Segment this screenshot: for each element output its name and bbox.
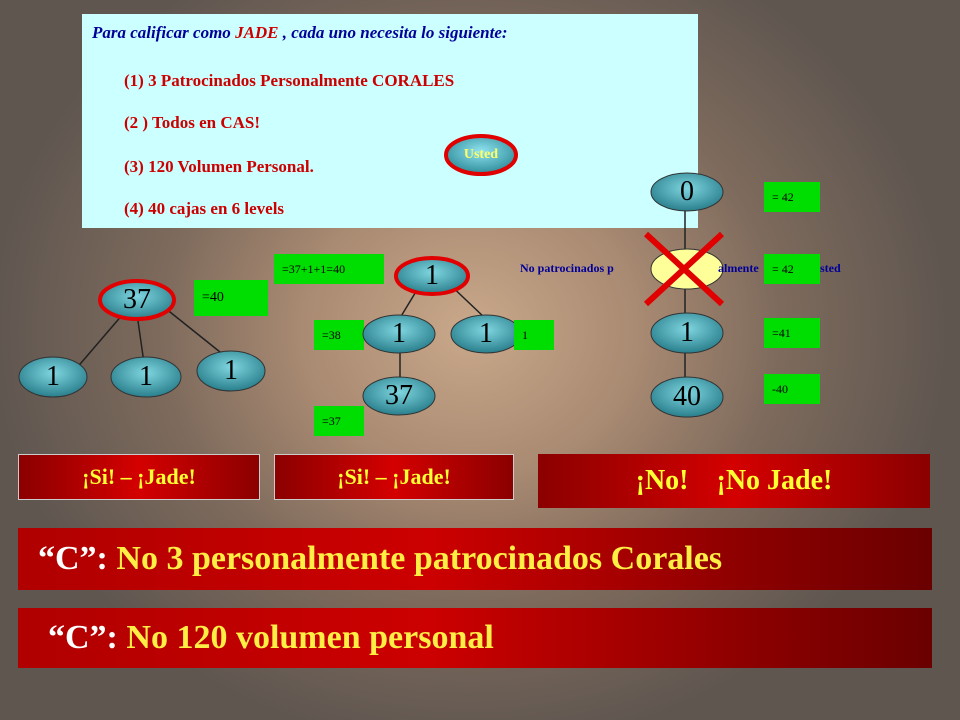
requirement-1: (1) 3 Patrocinados Personalmente CORALES xyxy=(124,71,455,90)
tree3-label-left: No patrocinados p xyxy=(520,261,614,275)
tree2-bottom-total-box: =37 xyxy=(314,406,364,436)
banner-no-3-corales: “C”: No 3 personalmente patrocinados Cor… xyxy=(18,528,932,590)
tree3-node: 1 xyxy=(650,312,724,354)
requirement-4: (4) 40 cajas en 6 levels xyxy=(124,199,285,218)
tree2-left-total-box: =38 xyxy=(314,320,364,350)
result-yes-jade-2: ¡Si! – ¡Jade! xyxy=(274,454,514,500)
cross-out-icon xyxy=(643,231,725,307)
tree3-top-node: 0 xyxy=(650,172,724,212)
tree2-bottom-node: 37 xyxy=(362,376,436,416)
tree2-left-node: 1 xyxy=(362,314,436,354)
tree1-child-node: 1 xyxy=(196,350,266,392)
tree3-label-mid: almente xyxy=(718,261,759,275)
result-no-jade: ¡No! ¡No Jade! xyxy=(538,454,930,508)
tree3-total-box: -40 xyxy=(764,374,820,404)
result-yes-jade-1: ¡Si! – ¡Jade! xyxy=(18,454,260,500)
requirement-2: (2 ) Todos en CAS! xyxy=(124,113,261,132)
requirements-box: Para calificar como JADE , cada uno nece… xyxy=(82,14,698,228)
tree3-total-box: = 42 xyxy=(764,254,820,284)
tree1-total-box: =40 xyxy=(194,280,268,316)
tree1-root-node: 37 xyxy=(98,279,176,321)
tree3-bottom-node: 40 xyxy=(650,376,724,418)
banner-no-120-volumen: “C”: No 120 volumen personal xyxy=(18,608,932,668)
tree3-total-box: =41 xyxy=(764,318,820,348)
tree1-child-node: 1 xyxy=(18,356,88,398)
tree3-label-right: sted xyxy=(820,261,841,275)
tree2-right-node: 1 xyxy=(450,314,522,354)
requirement-3: (3) 120 Volumen Personal. xyxy=(124,157,314,176)
tree2-root-node: 1 xyxy=(394,256,470,296)
requirements-title: Para calificar como JADE , cada uno nece… xyxy=(92,23,508,42)
tree1-child-node: 1 xyxy=(110,356,182,398)
tree2-right-total-box: 1 xyxy=(514,320,554,350)
tree2-sum-box: =37+1+1=40 xyxy=(274,254,384,284)
tree3-total-box: = 42 xyxy=(764,182,820,212)
usted-badge: Usted xyxy=(444,134,518,176)
